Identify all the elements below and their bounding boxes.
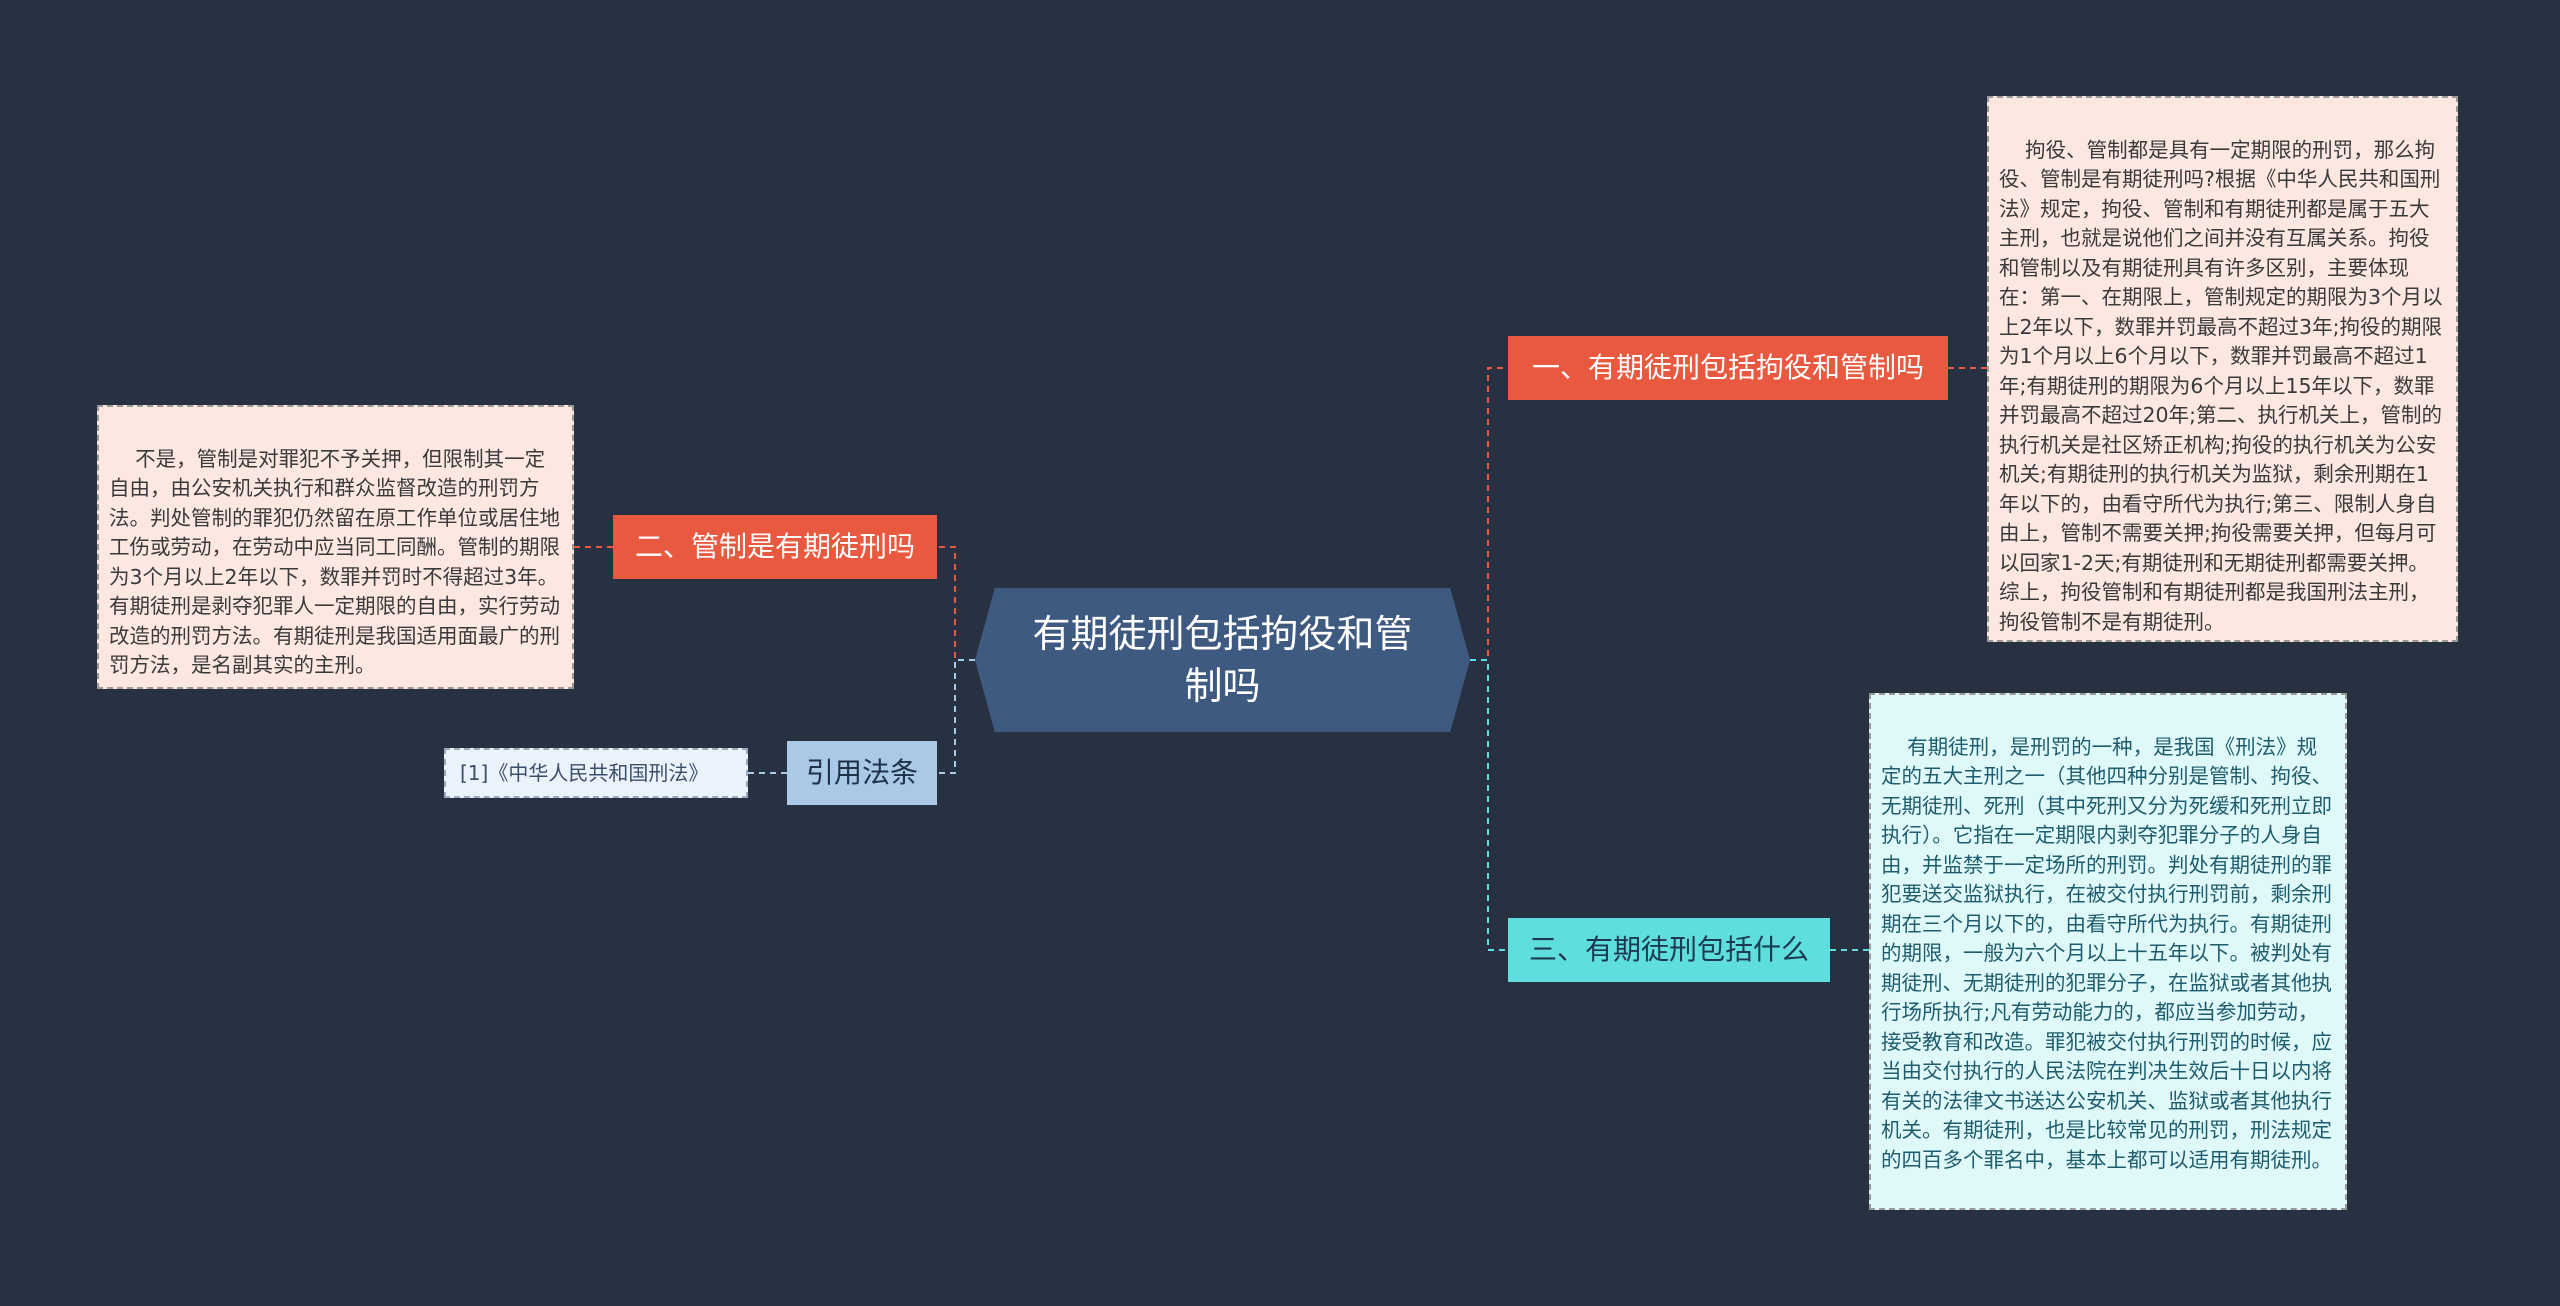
central-topic[interactable]: 有期徒刑包括拘役和管制吗 — [975, 588, 1470, 732]
branch-2[interactable]: 二、管制是有期徒刑吗 — [613, 515, 937, 579]
citation-leaf[interactable]: [1]《中华人民共和国刑法》 — [444, 748, 748, 798]
leaf-note-2[interactable]: 不是，管制是对罪犯不予关押，但限制其一定自由，由公安机关执行和群众监督改造的刑罚… — [97, 405, 574, 689]
branch-citation-label: 引用法条 — [805, 756, 918, 789]
link-center-b3 — [1470, 659, 1508, 951]
branch-1-label: 一、有期徒刑包括拘役和管制吗 — [1531, 351, 1924, 384]
branch-3-label: 三、有期徒刑包括什么 — [1528, 933, 1809, 966]
branch-1[interactable]: 一、有期徒刑包括拘役和管制吗 — [1508, 336, 1948, 400]
link-center-b4 — [937, 659, 975, 774]
leaf-note-2-text: 不是，管制是对罪犯不予关押，但限制其一定自由，由公安机关执行和群众监督改造的刑罚… — [109, 446, 560, 678]
link-center-b1 — [1470, 367, 1508, 661]
leaf-note-3[interactable]: 有期徒刑，是刑罚的一种，是我国《刑法》规定的五大主刑之一（其他四种分别是管制、拘… — [1869, 693, 2347, 1210]
link-center-b2 — [937, 546, 975, 661]
central-topic-label: 有期徒刑包括拘役和管制吗 — [1032, 612, 1413, 708]
branch-citation[interactable]: 引用法条 — [787, 741, 937, 805]
citation-text: [1]《中华人民共和国刑法》 — [460, 761, 709, 785]
leaf-note-1[interactable]: 拘役、管制都是具有一定期限的刑罚，那么拘役、管制是有期徒刑吗?根据《中华人民共和… — [1987, 96, 2458, 642]
branch-2-label: 二、管制是有期徒刑吗 — [634, 530, 915, 563]
leaf-note-1-text: 拘役、管制都是具有一定期限的刑罚，那么拘役、管制是有期徒刑吗?根据《中华人民共和… — [1999, 137, 2443, 634]
branch-3[interactable]: 三、有期徒刑包括什么 — [1508, 918, 1830, 982]
leaf-note-3-text: 有期徒刑，是刑罚的一种，是我国《刑法》规定的五大主刑之一（其他四种分别是管制、拘… — [1881, 734, 2332, 1172]
